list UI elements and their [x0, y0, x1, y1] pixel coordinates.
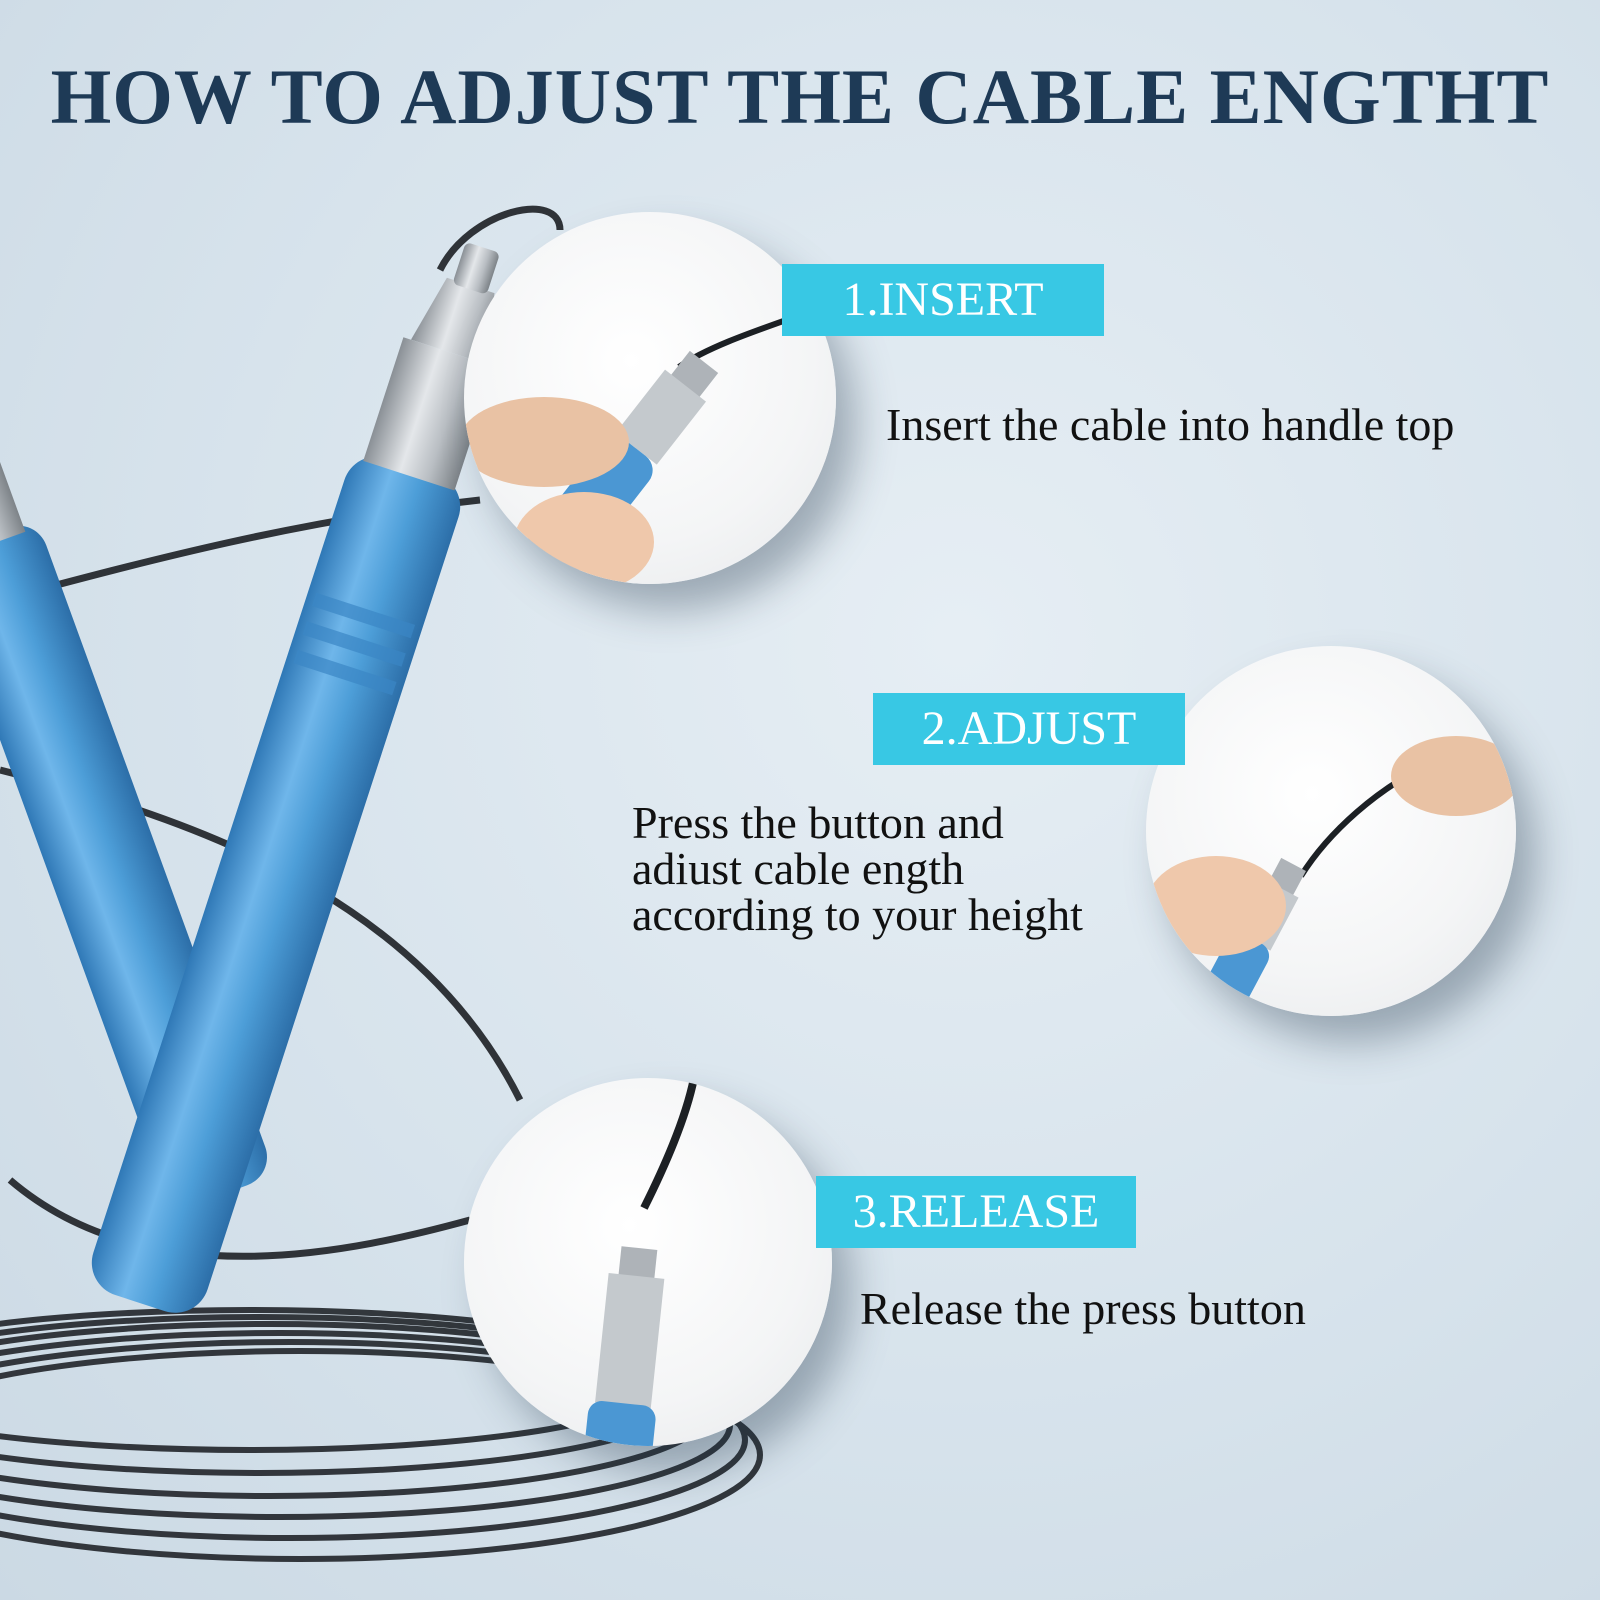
step-1-description: Insert the cable into handle top: [886, 402, 1454, 448]
step-3-tag: 3.RELEASE: [816, 1176, 1136, 1248]
step-1-tag: 1.INSERT: [782, 264, 1104, 336]
step-1-photo: [464, 212, 836, 584]
step-3-description-line: Release the press button: [860, 1283, 1306, 1334]
step-1-description-line: Insert the cable into handle top: [886, 399, 1455, 450]
step-2-photo: [1146, 646, 1516, 1016]
step-3-photo: [464, 1078, 832, 1446]
page-title: HOW TO ADJUST THE CABLE ENGTHT: [50, 53, 1550, 140]
release-photo-icon: [584, 1078, 698, 1446]
adjust-photo-icon: [1146, 736, 1516, 1016]
step-2-description: Press the button and adiust cable ength …: [632, 800, 1083, 938]
step-2-description-line: adiust cable ength: [632, 843, 965, 894]
step-2-description-line: according to your height: [632, 889, 1083, 940]
step-2-description-line: Press the button and: [632, 797, 1004, 848]
step-2-tag: 2.ADJUST: [873, 693, 1185, 765]
step-3-description: Release the press button: [860, 1286, 1306, 1332]
insert-photo-icon: [464, 299, 836, 584]
